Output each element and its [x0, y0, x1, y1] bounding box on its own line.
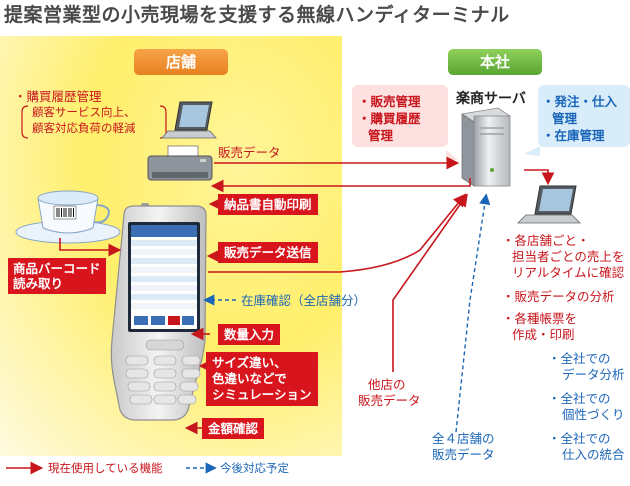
barcode-read-line2: 読み取り	[13, 276, 64, 291]
hq-order-box: ・発注・仕入 管理 ・在庫管理	[538, 85, 630, 147]
pink-line2: ・購買履歴	[358, 111, 421, 126]
feature-1a: ・各店舗ごと・	[502, 233, 590, 248]
purchase-history-sub2: 顧客対応負荷の軽減	[32, 121, 136, 135]
purchase-history-title: ・購買履歴管理	[14, 89, 102, 104]
sales-data-label: 販売データ	[218, 145, 281, 160]
all-stores-line2: 販売データ	[432, 447, 495, 462]
blue-line1: ・発注・仕入	[542, 94, 618, 109]
all-stores-line1: 全４店舗の	[432, 431, 495, 446]
feature-1b: 担当者ごとの売上を	[512, 249, 625, 264]
store-laptop-icon	[161, 101, 217, 139]
simulation-line2: 色違いなどで	[212, 371, 287, 386]
barcode-read-line1: 商品バーコード	[13, 261, 101, 276]
feature-3b: 作成・印刷	[512, 327, 575, 342]
barcode-read-label: 商品バーコード 読み取り	[8, 258, 106, 294]
future-b2: 個性づくり	[562, 407, 625, 422]
legend-current: 現在使用している機能	[48, 461, 163, 475]
blue-pointer	[524, 146, 540, 156]
other-store-line1: 他店の	[368, 377, 406, 392]
other-store-line2: 販売データ	[358, 393, 421, 408]
pink-line1: ・販売管理	[358, 94, 421, 109]
future-c2: 仕入の統合	[562, 447, 625, 462]
feature-1c: リアルタイムに確認	[512, 265, 625, 280]
inventory-check-label: 在庫確認（全店舗分）	[241, 293, 367, 308]
future-a2: データ分析	[562, 367, 625, 382]
blue-line2: 管理	[552, 111, 578, 126]
printer-icon	[147, 145, 213, 181]
future-c1: ・全社での	[548, 431, 611, 446]
hq-sales-mgmt-box: ・販売管理 ・購買履歴 管理	[352, 85, 448, 147]
feature-3a: ・各種帳票を	[502, 311, 578, 326]
pink-line3: 管理	[368, 128, 394, 143]
future-flow-arrows	[186, 193, 491, 474]
pink-pointer	[446, 150, 458, 160]
page-title: 提案営業型の小売現場を支援する無線ハンディターミナル	[4, 4, 510, 26]
cup-icon	[15, 190, 121, 244]
purchase-history-sub1: 顧客サービス向上、	[32, 105, 136, 119]
blue-line3: ・在庫管理	[542, 128, 605, 143]
hq-laptop-icon	[517, 185, 581, 224]
simulation-line1: サイズ違い、	[212, 355, 287, 370]
server-icon	[460, 107, 512, 187]
qty-input-label: 数量入力	[218, 324, 281, 345]
server-label: 楽商サーバ	[456, 91, 526, 107]
feature-2: ・販売データの分析	[502, 289, 615, 304]
simulation-label: サイズ違い、 色違いなどで シミュレーション	[206, 352, 318, 406]
auto-print-label: 納品書自動印刷	[218, 194, 318, 215]
legend-future: 今後対応予定	[220, 461, 289, 475]
sales-send-label: 販売データ送信	[218, 242, 318, 263]
future-b1: ・全社での	[548, 391, 611, 406]
hq-header: 本社	[448, 49, 542, 75]
store-header: 店舗	[134, 49, 228, 75]
simulation-line3: シミュレーション	[212, 387, 312, 402]
handheld-terminal-icon	[110, 203, 207, 421]
amount-check-label: 金額確認	[202, 418, 265, 439]
future-a1: ・全社での	[548, 351, 611, 366]
